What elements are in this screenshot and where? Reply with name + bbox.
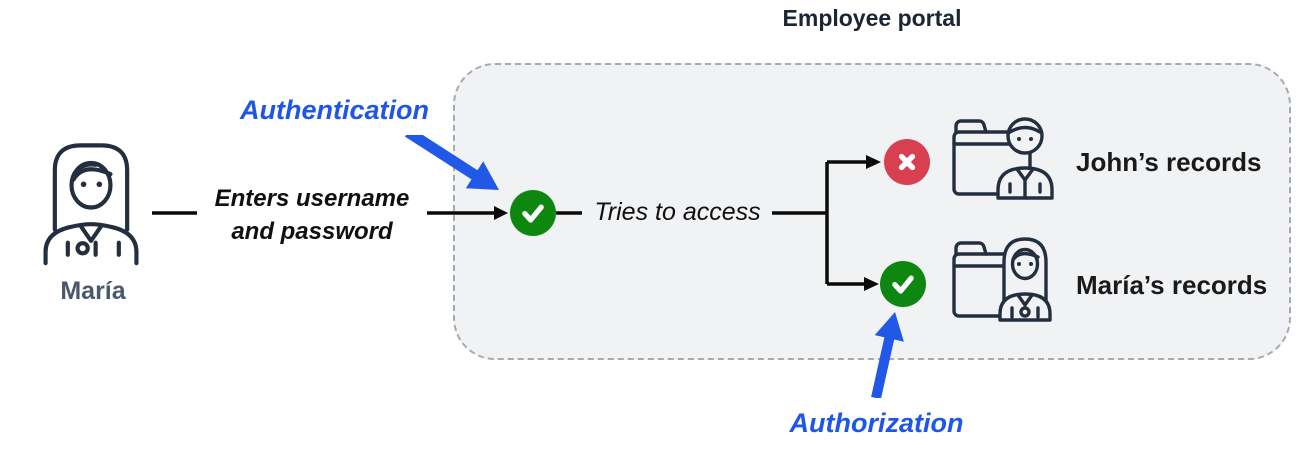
cross-icon: [898, 153, 916, 171]
authorization-label: Authorization: [773, 398, 980, 448]
woman-user-icon: [43, 143, 139, 266]
employee-portal-title: Employee portal: [782, 5, 962, 31]
john-records-label: John’s records: [1076, 147, 1262, 177]
authentication-label: Authentication: [227, 85, 442, 135]
employee-portal-box: [453, 63, 1291, 360]
action-label-line1: Enters username: [214, 185, 410, 212]
action-label: Enters username and password: [197, 176, 427, 254]
check-circle-icon: [510, 190, 556, 236]
check-circle-icon: [880, 261, 926, 307]
check-icon: [522, 204, 544, 223]
tries-to-access-label: Tries to access: [594, 198, 761, 226]
check-icon: [892, 275, 914, 294]
maria-records-label: María’s records: [1076, 270, 1268, 300]
folder-man-icon: [952, 117, 1054, 200]
folder-woman-icon: [952, 237, 1052, 322]
cross-circle-icon: [884, 139, 930, 185]
action-label-line2: and password: [231, 218, 393, 245]
actor-name-label: María: [60, 277, 126, 305]
